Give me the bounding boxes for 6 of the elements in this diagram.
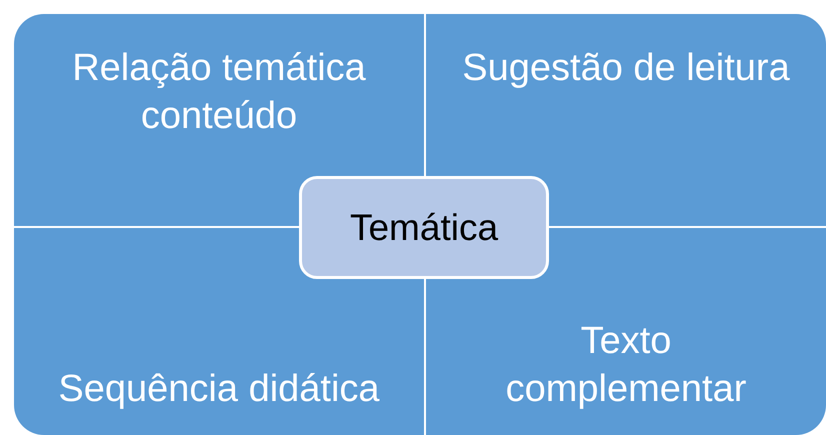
node-label: Sugestão de leitura [461,46,791,91]
node-label: Texto complementar [504,319,748,412]
center-box [299,176,549,279]
node-label: Temática [350,206,498,248]
node-label: Relação temática conteúdo [71,46,367,139]
node-label: Sequência didática [57,367,381,412]
